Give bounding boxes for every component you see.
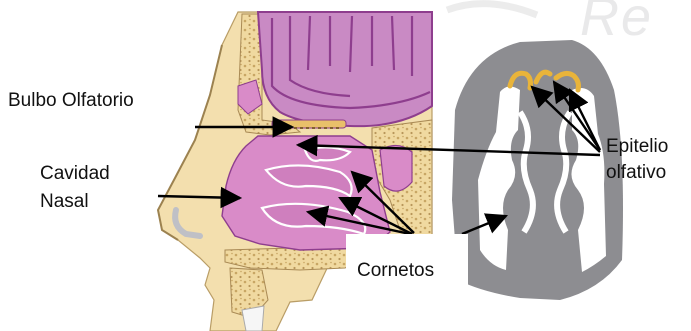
incisor-tooth: [242, 306, 264, 331]
nasal-septum: [542, 84, 552, 276]
sphenoid-sinus: [380, 145, 412, 191]
watermark: [447, 4, 537, 15]
brain: [258, 12, 432, 126]
watermark-text: Re: [580, 0, 653, 48]
label-nasal: Nasal: [40, 189, 89, 214]
label-bulbo-olfatorio: Bulbo Olfatorio: [8, 88, 134, 113]
label-epitelio: Epitelio: [606, 134, 668, 159]
label-olfativo: olfativo: [606, 160, 666, 185]
label-cornetos: Cornetos: [357, 258, 434, 283]
nasal-coronal-section: [452, 40, 623, 300]
label-cavidad: Cavidad: [40, 161, 110, 186]
